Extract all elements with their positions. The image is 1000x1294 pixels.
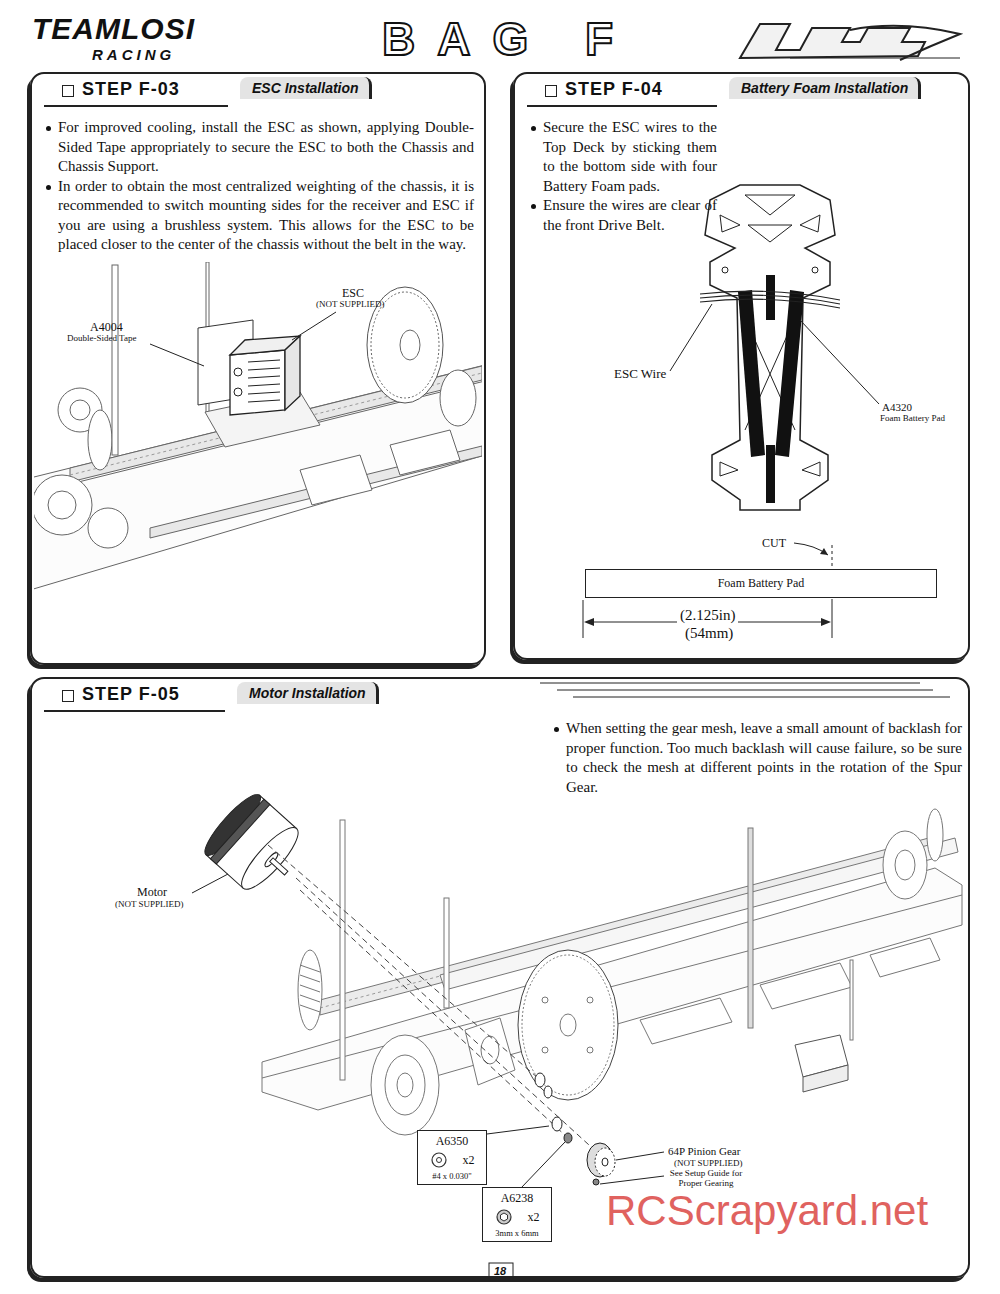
checkbox (62, 85, 74, 97)
part-note: (NOT SUPPLIED) (674, 1158, 743, 1168)
checkbox (62, 690, 74, 702)
bullet-dot (554, 727, 559, 732)
part-number: A6350 (422, 1134, 482, 1149)
part-size: #4 x 0.030" (422, 1171, 482, 1181)
bullet-item: Secure the ESC wires to the Top Deck by … (529, 118, 717, 196)
part-label: ESC (342, 286, 364, 301)
instruction-column: For improved cooling, install the ESC as… (44, 118, 474, 255)
part-label: Motor (137, 885, 167, 900)
part-row: x2 (422, 1151, 482, 1169)
esc-chassis-drawing (34, 262, 482, 590)
part-callout-box: A6350 x2 #4 x 0.030" (417, 1130, 487, 1185)
screw-icon (495, 1208, 513, 1226)
instruction-column: Secure the ESC wires to the Top Deck by … (529, 118, 717, 235)
heading-underline (527, 105, 717, 107)
part-label: ESC Wire (614, 366, 666, 382)
step-heading: STEP F-05 (82, 684, 180, 705)
foam-pad-box: Foam Battery Pad (585, 569, 937, 598)
part-name: Double-Sided Tape (67, 333, 136, 343)
heading-underline (44, 710, 225, 712)
checkbox (545, 85, 557, 97)
instruction-text: Ensure the wires are clear of the front … (543, 196, 717, 235)
part-note: See Setup Guide for Proper Gearing (664, 1168, 748, 1188)
quantity: x2 (528, 1210, 540, 1225)
quantity: x2 (463, 1153, 475, 1168)
page-number: 18 (494, 1265, 506, 1277)
instruction-text: Secure the ESC wires to the Top Deck by … (543, 118, 717, 196)
bullet-item: Ensure the wires are clear of the front … (529, 196, 717, 235)
motor-chassis-drawing (192, 683, 962, 1188)
bullet-dot (531, 126, 536, 131)
page-title: BAG F (382, 12, 635, 66)
part-note: (NOT SUPPLIED) (115, 899, 184, 909)
dimension: (2.125in) (677, 607, 738, 624)
instruction-text: When setting the gear mesh, leave a smal… (566, 719, 962, 797)
part-callout-box: A6238 x2 3mm x 6mm (482, 1187, 552, 1242)
bullet-dot (46, 126, 51, 131)
instruction-text: For improved cooling, install the ESC as… (58, 118, 474, 177)
cut-label: CUT (762, 536, 786, 551)
step-title: ESC Installation (240, 77, 372, 99)
watermark: RCScrapyard.net (606, 1187, 928, 1235)
logo-text: TEAMLOSI (32, 12, 195, 46)
step-title: Battery Foam Installation (729, 77, 921, 99)
leader-line (150, 312, 336, 366)
logo-text: RACING (92, 46, 175, 63)
part-size: 3mm x 6mm (487, 1228, 547, 1238)
step-title: Motor Installation (237, 682, 379, 704)
bullet-item: In order to obtain the most centralized … (44, 177, 474, 255)
bullet-dot (46, 185, 51, 190)
part-number: A4004 (90, 320, 123, 335)
part-number: A6238 (487, 1191, 547, 1206)
step-heading: STEP F-04 (565, 79, 663, 100)
bullet-item: When setting the gear mesh, leave a smal… (552, 719, 962, 797)
bullet-dot (531, 204, 536, 209)
heading-underline (44, 105, 228, 107)
part-row: x2 (487, 1208, 547, 1226)
dimension: (54mm) (682, 625, 736, 642)
instruction-column: When setting the gear mesh, leave a smal… (552, 719, 962, 797)
part-number: A4320 (882, 401, 912, 413)
part-name: Foam Battery Pad (880, 413, 945, 423)
logo-shape (740, 24, 960, 60)
part-label: 64P Pinion Gear (668, 1145, 740, 1157)
bullet-item: For improved cooling, install the ESC as… (44, 118, 474, 177)
step-panel: STEP F-03 ESC InstallationFor improved co… (30, 72, 486, 665)
instruction-text: In order to obtain the most centralized … (58, 177, 474, 255)
step-panel: STEP F-04 Battery Foam InstallationSecure… (513, 72, 970, 660)
step-heading: STEP F-03 (82, 79, 180, 100)
pad-label: Foam Battery Pad (590, 576, 932, 591)
washer-icon (430, 1151, 448, 1169)
part-note: (NOT SUPPLIED) (316, 299, 385, 309)
